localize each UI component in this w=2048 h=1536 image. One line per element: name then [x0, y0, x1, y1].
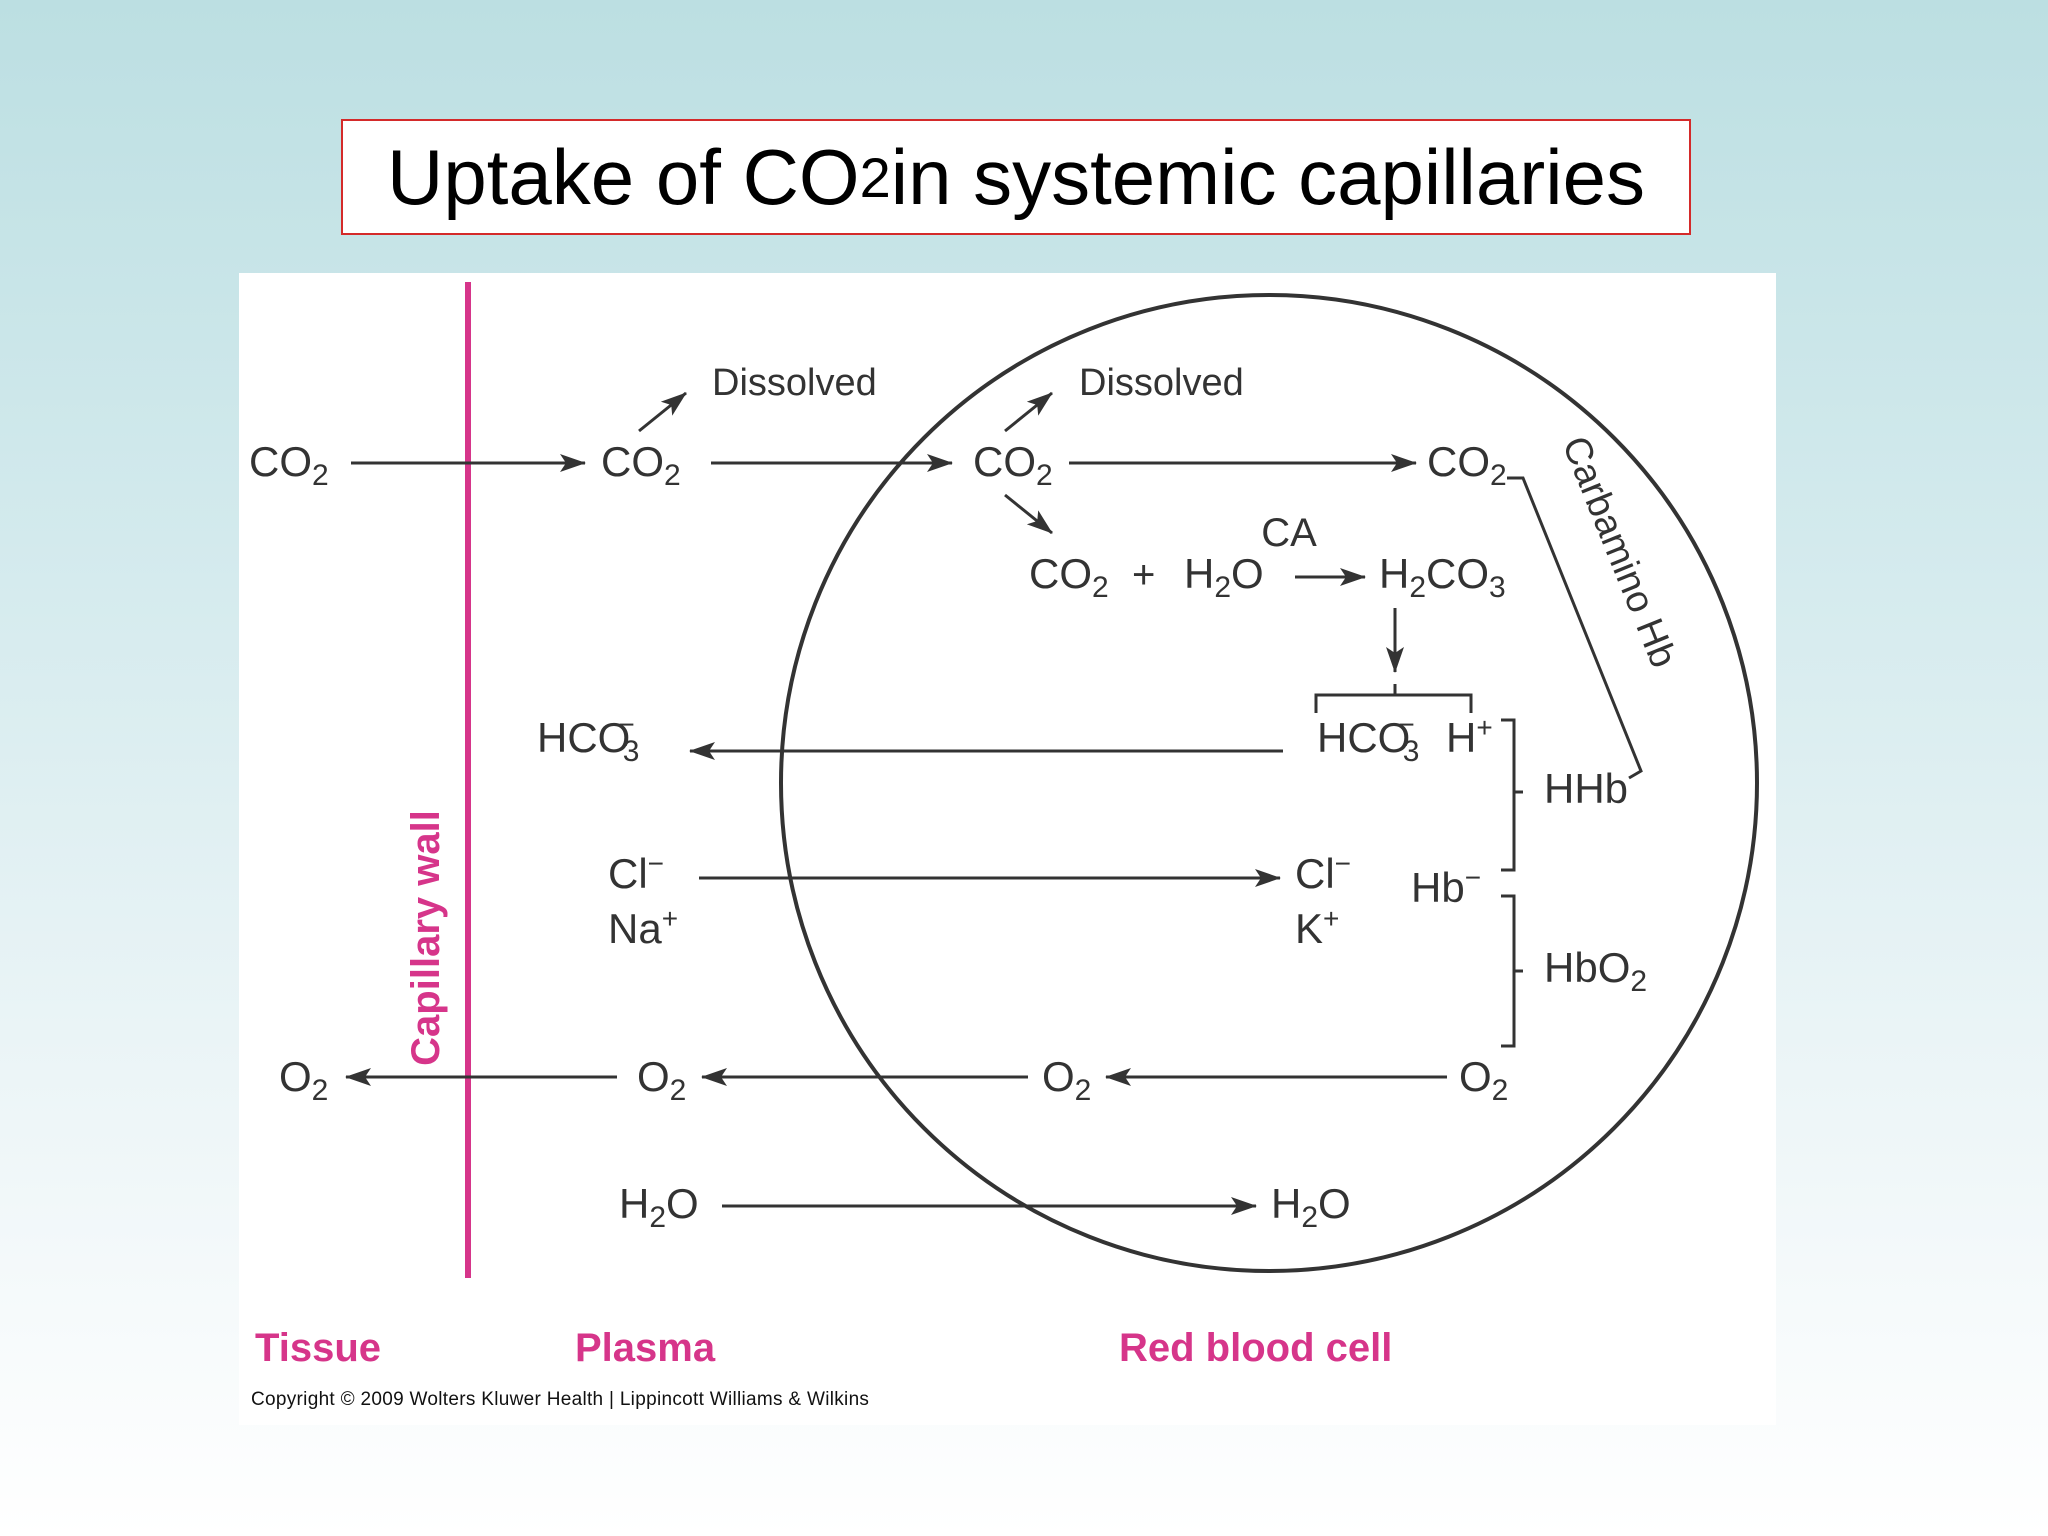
rbc-potassium: K+ [1295, 903, 1339, 952]
svg-text:H2O: H2O [1271, 1180, 1351, 1234]
svg-text:H2CO3: H2CO3 [1379, 550, 1506, 604]
svg-text:Cl−: Cl− [608, 848, 664, 897]
title-rest: in systemic capillaries [890, 132, 1645, 221]
hhb-bracket [1501, 718, 1523, 872]
co2-uptake-diagram: Capillary wall CO2 CO2 Dissolved CO2 Dis… [249, 282, 1759, 1370]
hemoglobin-bound-o2: O2 [1459, 1053, 1508, 1107]
carbonic-anhydrase-label: CA [1261, 511, 1317, 555]
oxyhemoglobin: HbO2 [1544, 944, 1647, 998]
dissociation-bracket [1314, 684, 1473, 713]
arrow-rbc-co2-to-hydration [1004, 493, 1053, 535]
svg-text:O2: O2 [1459, 1053, 1508, 1107]
svg-text:O2: O2 [279, 1053, 328, 1107]
plasma-sodium: Na+ [608, 903, 678, 952]
rbc-water: H2O [1271, 1180, 1351, 1234]
hydration-reaction: CO2 + H2O [1029, 550, 1264, 604]
svg-text:CO2: CO2 [973, 438, 1053, 492]
arrow-plasma-co2-dissolved [638, 391, 687, 433]
plasma-bicarbonate: HCO−3 [537, 709, 639, 768]
carbamino-hb-label: Carbamino Hb [1554, 431, 1685, 674]
carbamino-bracket [1507, 476, 1643, 780]
carbonic-acid: H2CO3 [1379, 550, 1506, 604]
svg-text:Hb−: Hb− [1411, 862, 1481, 911]
plasma-o2: O2 [637, 1053, 686, 1107]
svg-text:CO2: CO2 [1427, 438, 1507, 492]
rbc-co2: CO2 [973, 438, 1053, 492]
svg-text:CO2: CO2 [249, 438, 329, 492]
svg-text:HCO−3: HCO−3 [537, 709, 639, 768]
carbamino-co2: CO2 [1427, 438, 1507, 492]
svg-text:Na+: Na+ [608, 903, 678, 952]
reduced-hemoglobin-ion: Hb− [1411, 862, 1481, 911]
svg-text:+: + [1132, 553, 1155, 597]
capillary-wall-label: Capillary wall [404, 810, 448, 1066]
svg-text:H+: H+ [1446, 712, 1493, 761]
svg-text:O2: O2 [637, 1053, 686, 1107]
title-subscript: 2 [859, 145, 891, 209]
svg-text:O2: O2 [1042, 1053, 1091, 1107]
tissue-label: Tissue [255, 1326, 381, 1370]
arrow-rbc-co2-dissolved [1004, 391, 1053, 433]
svg-text:H2O: H2O [1184, 550, 1264, 604]
hbo2-bracket [1501, 894, 1523, 1048]
title-main: Uptake of CO [387, 132, 860, 221]
plasma-chloride: Cl− [608, 848, 664, 897]
svg-text:HbO2: HbO2 [1544, 944, 1647, 998]
rbc-chloride: Cl− [1295, 848, 1351, 897]
svg-text:H2O: H2O [619, 1180, 699, 1234]
svg-text:CO2: CO2 [601, 438, 681, 492]
svg-text:Cl−: Cl− [1295, 848, 1351, 897]
tissue-co2: CO2 [249, 438, 329, 492]
svg-text:K+: K+ [1295, 903, 1339, 952]
rbc-free-o2: O2 [1042, 1053, 1091, 1107]
tissue-o2: O2 [279, 1053, 328, 1107]
svg-text:HCO−3: HCO−3 [1317, 709, 1419, 768]
svg-text:CO2: CO2 [1029, 550, 1109, 604]
copyright-notice: Copyright © 2009 Wolters Kluwer Health |… [251, 1389, 870, 1410]
rbc-hydrogen-ion: H+ [1446, 712, 1493, 761]
plasma-dissolved-label: Dissolved [712, 362, 877, 404]
rbc-bicarbonate: HCO−3 [1317, 709, 1419, 768]
red-blood-cell-label: Red blood cell [1119, 1326, 1392, 1370]
plasma-water: H2O [619, 1180, 699, 1234]
red-blood-cell-circle [779, 293, 1759, 1273]
deoxyhemoglobin-label: HHb [1544, 765, 1628, 812]
rbc-dissolved-label: Dissolved [1079, 362, 1244, 404]
plasma-co2: CO2 [601, 438, 681, 492]
plasma-label: Plasma [575, 1326, 716, 1370]
diagram-panel: Capillary wall CO2 CO2 Dissolved CO2 Dis… [239, 273, 1776, 1425]
